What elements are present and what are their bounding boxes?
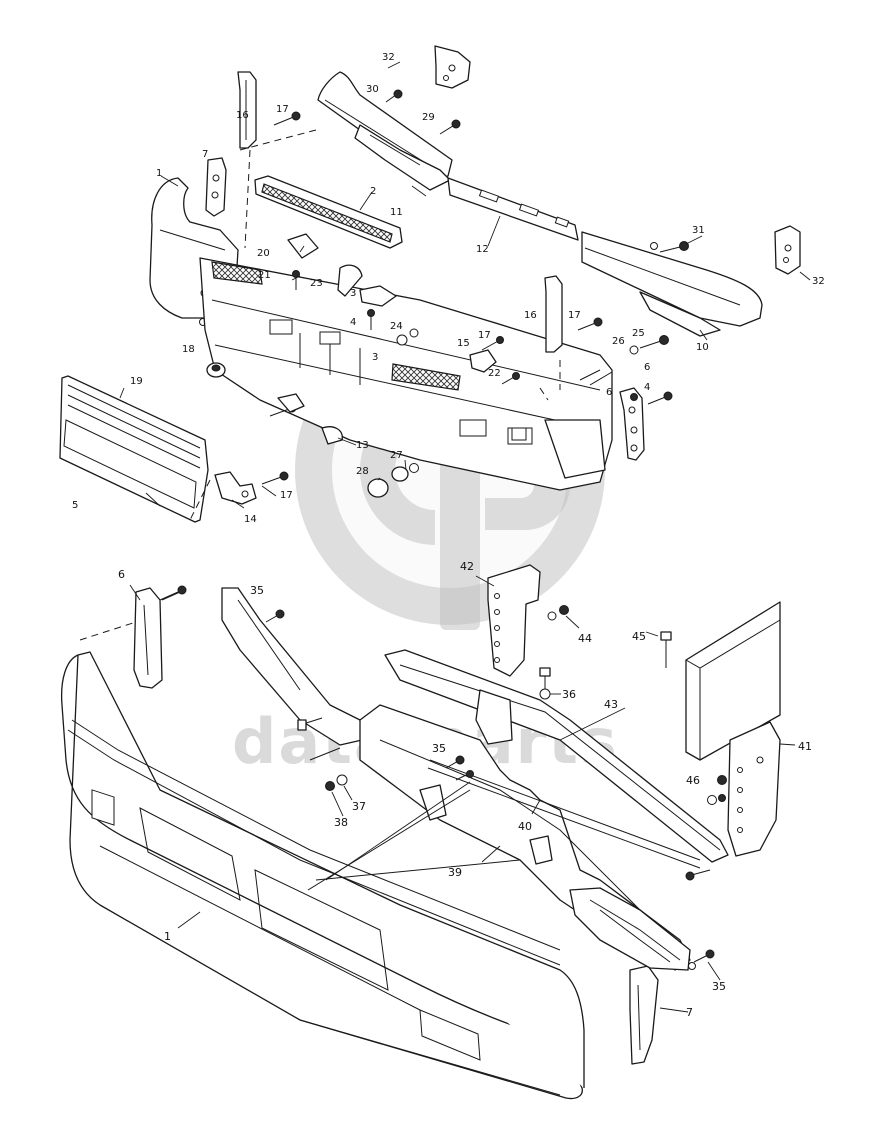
callout-4: 4 bbox=[350, 317, 356, 328]
callout-31: 31 bbox=[692, 225, 705, 236]
upper-fasteners bbox=[206, 89, 689, 498]
callout-6: 6 bbox=[644, 362, 650, 373]
callout-12: 12 bbox=[476, 244, 489, 255]
callout-35: 35 bbox=[432, 742, 446, 755]
callout-37: 37 bbox=[352, 800, 366, 813]
part-42-bracket bbox=[487, 564, 541, 677]
callout-17: 17 bbox=[280, 490, 293, 501]
callout-41: 41 bbox=[798, 740, 812, 753]
callout-numbers: 1 2 3 3 4 4 5 6 7 10 11 12 13 14 15 16 1… bbox=[72, 52, 825, 1019]
part-7-lower-stay bbox=[629, 965, 659, 1065]
callout-30: 30 bbox=[366, 84, 379, 95]
part-7-upper-stay bbox=[205, 157, 227, 217]
callout-4: 4 bbox=[644, 382, 650, 393]
callout-32: 32 bbox=[382, 52, 395, 63]
callout-42: 42 bbox=[460, 560, 474, 573]
callout-11: 11 bbox=[390, 207, 403, 218]
callout-3: 3 bbox=[372, 352, 378, 363]
part-40-rod bbox=[427, 759, 701, 869]
callout-2: 2 bbox=[370, 186, 376, 197]
part-16-right-stay bbox=[544, 275, 563, 353]
callout-38: 38 bbox=[334, 816, 348, 829]
callout-15: 15 bbox=[457, 338, 470, 349]
callout-45: 45 bbox=[632, 630, 646, 643]
part-16-left-stay bbox=[237, 71, 257, 149]
part-6-lower-stay bbox=[133, 587, 179, 689]
callout-23: 23 bbox=[310, 278, 323, 289]
callout-22: 22 bbox=[488, 368, 501, 379]
part-32-bracket-right bbox=[774, 225, 801, 275]
callout-17: 17 bbox=[568, 310, 581, 321]
callout-20: 20 bbox=[257, 248, 270, 259]
part-11-top-bar bbox=[317, 71, 453, 191]
part-32-bracket-top bbox=[434, 45, 471, 89]
part-12-center-bar bbox=[447, 177, 579, 241]
part-2-mesh-grille bbox=[254, 175, 403, 249]
callout-36: 36 bbox=[562, 688, 576, 701]
callout-7: 7 bbox=[686, 1006, 693, 1019]
callout-19: 19 bbox=[130, 376, 143, 387]
upper-body-mesh-center bbox=[391, 363, 461, 391]
callout-24: 24 bbox=[390, 321, 403, 332]
callout-35: 35 bbox=[250, 584, 264, 597]
part-14-bracket bbox=[214, 471, 257, 505]
callout-35: 35 bbox=[712, 980, 726, 993]
part-6-upper-stay bbox=[619, 387, 645, 461]
callout-16: 16 bbox=[524, 310, 537, 321]
part-41-frame-rail bbox=[685, 601, 781, 857]
callout-26: 26 bbox=[612, 336, 625, 347]
part-10-right-bumper-end bbox=[581, 231, 763, 337]
callout-44: 44 bbox=[578, 632, 592, 645]
callout-14: 14 bbox=[244, 514, 257, 525]
callout-43: 43 bbox=[604, 698, 618, 711]
callout-3: 3 bbox=[350, 288, 356, 299]
callout-6: 6 bbox=[606, 387, 612, 398]
callout-6: 6 bbox=[118, 568, 125, 581]
callout-32: 32 bbox=[812, 276, 825, 287]
callout-28: 28 bbox=[356, 466, 369, 477]
callout-18: 18 bbox=[182, 344, 195, 355]
callout-5: 5 bbox=[72, 500, 78, 511]
callout-16: 16 bbox=[236, 110, 249, 121]
callout-29: 29 bbox=[422, 112, 435, 123]
callout-17: 17 bbox=[276, 104, 289, 115]
callout-39: 39 bbox=[448, 866, 462, 879]
callout-21: 21 bbox=[258, 270, 271, 281]
callout-17: 17 bbox=[478, 330, 491, 341]
callout-1: 1 bbox=[164, 930, 171, 943]
right-mounting-plate bbox=[569, 887, 691, 971]
callout-13: 13 bbox=[356, 440, 369, 451]
callout-1: 1 bbox=[156, 168, 162, 179]
callout-40: 40 bbox=[518, 820, 532, 833]
callout-27: 27 bbox=[390, 450, 403, 461]
part-1-lower-front-bumper bbox=[60, 651, 585, 1100]
upper-body-mesh-left bbox=[211, 261, 263, 285]
callout-7: 7 bbox=[202, 149, 208, 160]
callout-10: 10 bbox=[696, 342, 709, 353]
part-19-grille-panel bbox=[59, 375, 209, 523]
lower-fasteners bbox=[161, 585, 727, 970]
callout-25: 25 bbox=[632, 328, 645, 339]
callout-46: 46 bbox=[686, 774, 700, 787]
leader-lines bbox=[119, 61, 811, 1013]
part-43-crossbar bbox=[384, 649, 729, 863]
